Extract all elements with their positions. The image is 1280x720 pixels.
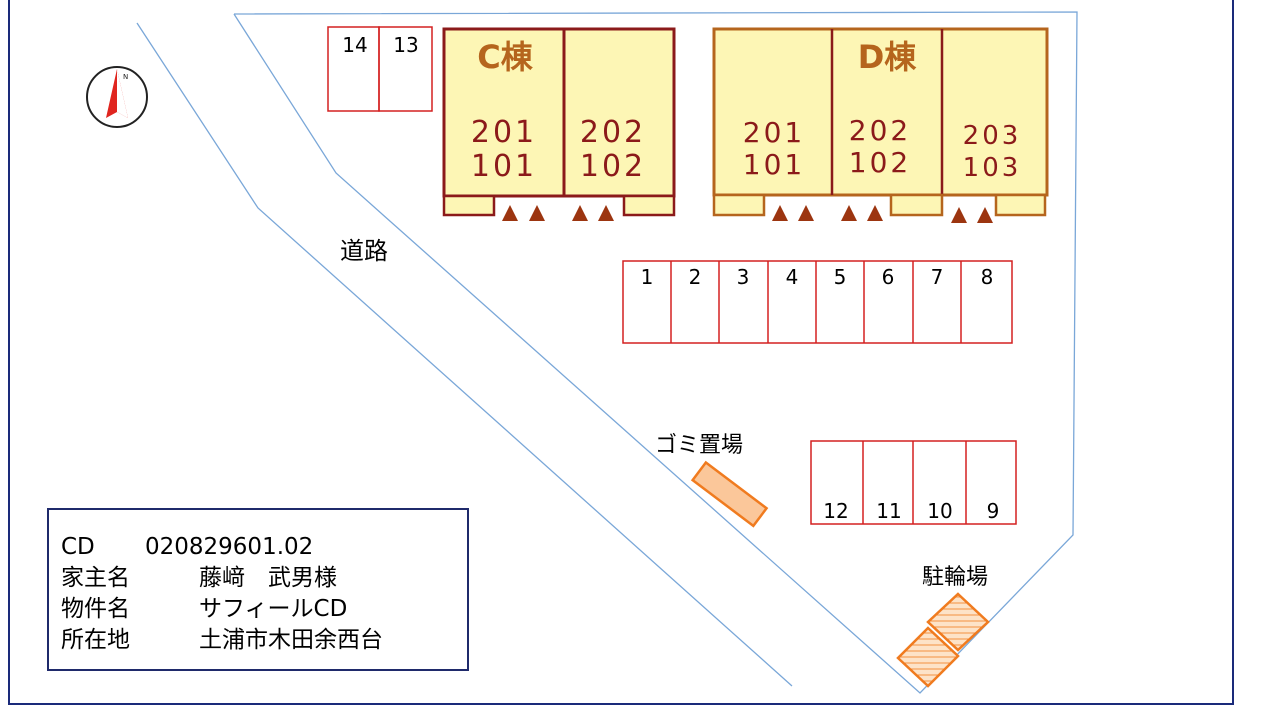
unit-number: 101 (471, 149, 537, 184)
building-c: C棟 201 101 202 102 (442, 27, 676, 221)
parking-label: 10 (927, 499, 952, 523)
info-value: 土浦市木田余西台 (199, 627, 383, 653)
garbage-area (690, 460, 769, 528)
parking-label: 4 (786, 265, 799, 289)
parking-label: 11 (876, 499, 901, 523)
info-row-address: 所在地 土浦市木田余西台 (61, 625, 467, 656)
parking-label: 8 (981, 265, 994, 289)
info-key: 物件名 (61, 596, 130, 622)
building-d: D棟 201 101 202 102 203 103 (712, 27, 1049, 223)
parking-label: 7 (931, 265, 944, 289)
building-c-title: C棟 (477, 38, 533, 76)
info-value: サフィールCD (199, 596, 348, 622)
info-key: CD (61, 534, 95, 560)
north-label: N (123, 73, 128, 81)
road-line-left (136, 22, 793, 687)
unit-number: 203 (963, 121, 1022, 151)
property-boundary (233, 11, 1078, 694)
unit-number: 201 (471, 115, 537, 150)
road-label: 道路 (340, 237, 388, 265)
unit-number: 202 (580, 115, 646, 150)
map-frame (8, 0, 1234, 705)
unit-number: 103 (963, 153, 1022, 183)
unit-number: 202 (849, 114, 911, 147)
parking-label: 13 (393, 33, 418, 57)
north-compass-icon: N (86, 66, 148, 128)
parking-label: 5 (834, 265, 847, 289)
info-value: 藤﨑 武男様 (199, 565, 337, 591)
parking-label: 1 (641, 265, 654, 289)
property-info-box: CD 020829601.02 家主名 藤﨑 武男様 物件名 サフィールCD 所在地 土… (47, 508, 469, 671)
unit-number: 102 (849, 146, 911, 179)
unit-number: 102 (580, 149, 646, 184)
bike-parking-area (896, 592, 990, 688)
parking-label: 12 (823, 499, 848, 523)
garbage-label: ゴミ置場 (655, 433, 743, 458)
entrance-markers (772, 205, 993, 223)
parking-row-2: 12 11 10 9 (810, 440, 1017, 525)
info-row-property: 物件名 サフィールCD (61, 594, 467, 625)
unit-number: 101 (743, 148, 805, 181)
info-key: 所在地 (61, 627, 130, 653)
info-value: 020829601.02 (145, 534, 314, 560)
parking-label: 14 (342, 33, 367, 57)
info-row-owner: 家主名 藤﨑 武男様 (61, 563, 467, 594)
unit-number: 201 (743, 116, 805, 149)
parking-label: 9 (987, 499, 1000, 523)
parking-label: 6 (882, 265, 895, 289)
parking-top: 14 13 (327, 26, 433, 112)
info-row-cd: CD 020829601.02 (61, 532, 467, 563)
bike-parking-label: 駐輪場 (922, 565, 988, 590)
entrance-markers (502, 205, 614, 221)
info-key: 家主名 (61, 565, 130, 591)
parking-row-1: 1 2 3 4 5 6 7 8 (622, 260, 1013, 344)
parking-label: 2 (689, 265, 702, 289)
building-d-title: D棟 (858, 38, 918, 76)
parking-label: 3 (737, 265, 750, 289)
